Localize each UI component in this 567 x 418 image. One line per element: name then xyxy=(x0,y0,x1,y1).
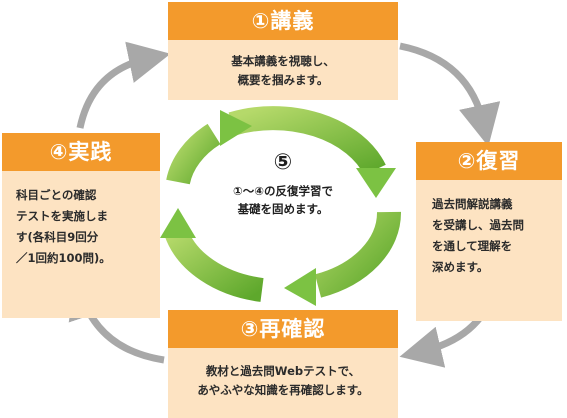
green-arrowhead-bottom xyxy=(284,268,316,306)
arrow-1-to-2 xyxy=(399,42,501,147)
green-arc-top-right xyxy=(228,106,386,176)
step-title: ②復習 xyxy=(416,142,562,180)
step-title: ①講義 xyxy=(168,2,398,40)
step-box-3: ③再確認 教材と過去問Webテストで、 あやふやな知識を再確認します。 xyxy=(168,310,398,418)
step-description: 科目ごとの確認 テストを実施しま す(各科目9回分 ／1回約100問)。 xyxy=(2,171,160,318)
step-box-2: ②復習 過去問解説講義 を受講し、過去問 を通して理解を 深めます。 xyxy=(416,142,562,321)
green-arrowhead-top xyxy=(220,110,252,146)
step-box-1: ①講義 基本講義を視聴し、 概要を掴みます。 xyxy=(168,2,398,100)
step-description: 教材と過去問Webテストで、 あやふやな知識を再確認します。 xyxy=(168,348,398,418)
green-arc-top-left xyxy=(166,123,221,185)
center-text: ①～④の反復学習で 基礎を固めます。 xyxy=(233,184,333,216)
step-title: ④実践 xyxy=(2,133,160,171)
green-arc-bottom-left xyxy=(164,227,264,302)
center-summary: ⑤ ①～④の反復学習で 基礎を固めます。 xyxy=(198,150,368,218)
green-arrowhead-left xyxy=(160,208,196,238)
green-arrowhead-right xyxy=(356,168,396,198)
step-description: 基本講義を視聴し、 概要を掴みます。 xyxy=(168,40,398,100)
step-title: ③再確認 xyxy=(168,310,398,348)
step-description: 過去問解説講義 を受講し、過去問 を通して理解を 深めます。 xyxy=(416,180,562,321)
step-box-4: ④実践 科目ごとの確認 テストを実施しま す(各科目9回分 ／1回約100問)。 xyxy=(2,133,160,318)
green-arc-bottom-right xyxy=(314,211,402,298)
arrow-4-to-1 xyxy=(76,41,171,129)
center-number: ⑤ xyxy=(273,150,293,175)
